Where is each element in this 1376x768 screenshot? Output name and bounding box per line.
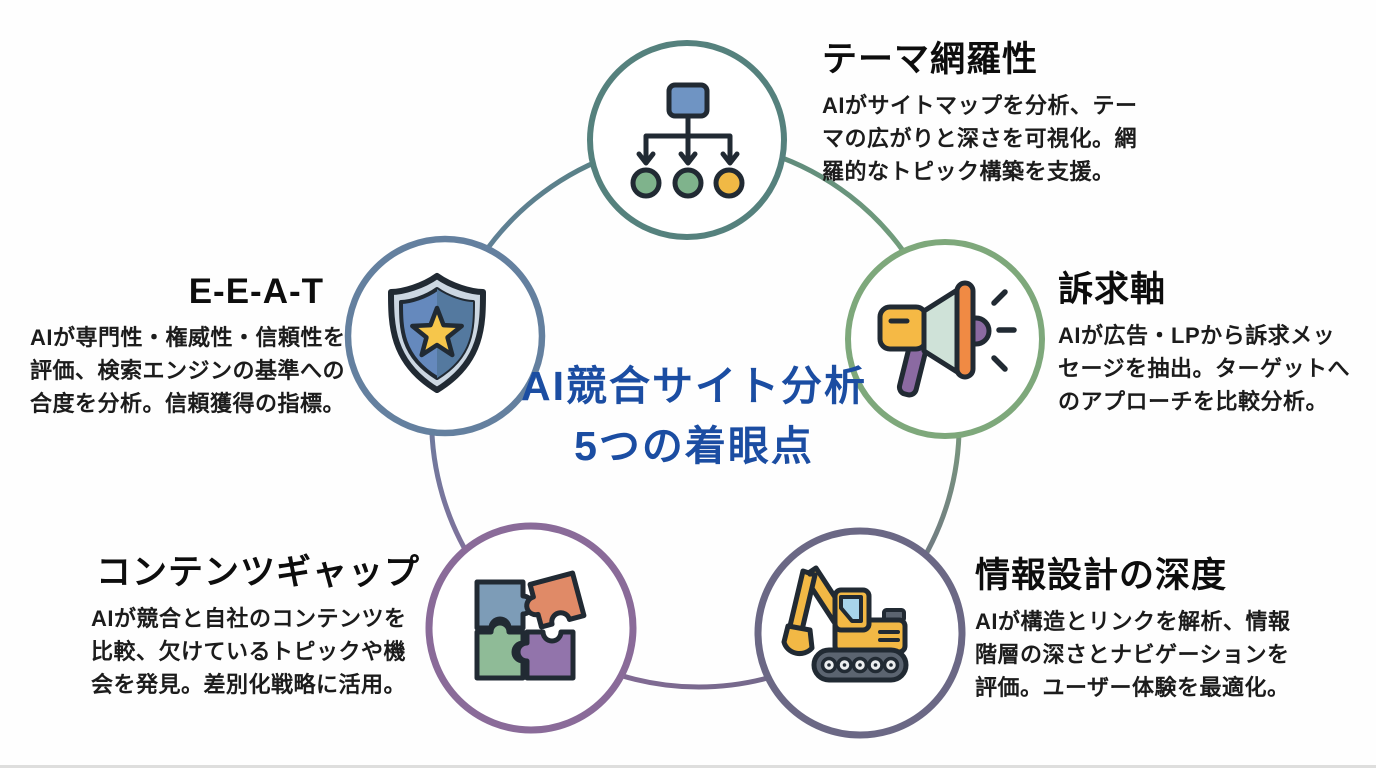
center-title-line1: AI競合サイト分析 — [521, 363, 867, 409]
shield-icon — [388, 273, 486, 393]
center-title-line2: 5つの着眼点 — [574, 423, 814, 469]
node-title-theme-coverage: テーマ網羅性 — [822, 40, 1039, 79]
megaphone-icon — [877, 280, 1017, 398]
node-body-eeat: AIが専門性・権威性・信頼性を評価、検索エンジンの基準への合度を分析。信頼獲得の… — [30, 325, 346, 417]
node-body-content-gap: AIが競合と自社のコンテンツを比較、欠けているトピックや機会を発見。差別化戦略に… — [91, 606, 407, 698]
bottom-divider-line — [0, 765, 1376, 768]
node-title-appeal-axis: 訴求軸 — [1058, 270, 1167, 309]
text-block-appeal-axis: 訴求軸 AIが広告・LPから訴求メッセージを抽出。ターゲットへのアプローチを比較… — [1058, 270, 1358, 418]
text-block-eeat: E-E-A-T AIが専門性・権威性・信頼性を評価、検索エンジンの基準への合度を… — [30, 272, 352, 420]
node-body-appeal-axis: AIが広告・LPから訴求メッセージを抽出。ターゲットへのアプローチを比較分析。 — [1058, 323, 1351, 415]
puzzle-icon — [474, 570, 587, 681]
node-title-eeat: E-E-A-T — [188, 272, 324, 311]
text-block-theme-coverage: テーマ網羅性 AIがサイトマップを分析、テーマの広がりと深さを可視化。網羅的なト… — [822, 40, 1152, 188]
excavator-icon — [781, 565, 909, 683]
node-body-info-depth: AIが構造とリンクを解析、情報階層の深さとナビゲーションを評価。ユーザー体験を最… — [975, 609, 1291, 701]
node-title-content-gap: コンテンツギャップ — [95, 553, 420, 592]
node-circle-content-gap — [425, 522, 637, 734]
node-title-info-depth: 情報設計の深度 — [975, 556, 1228, 595]
text-block-content-gap: コンテンツギャップ AIが競合と自社のコンテンツを比較、欠けているトピックや機会… — [88, 553, 428, 701]
sitemap-icon — [630, 82, 745, 199]
node-body-theme-coverage: AIがサイトマップを分析、テーマの広がりと深さを可視化。網羅的なトピック構築を支… — [822, 93, 1138, 185]
text-block-info-depth: 情報設計の深度 AIが構造とリンクを解析、情報階層の深さとナビゲーションを評価。… — [975, 556, 1311, 704]
center-title: AI競合サイト分析 5つの着眼点 — [474, 356, 914, 476]
